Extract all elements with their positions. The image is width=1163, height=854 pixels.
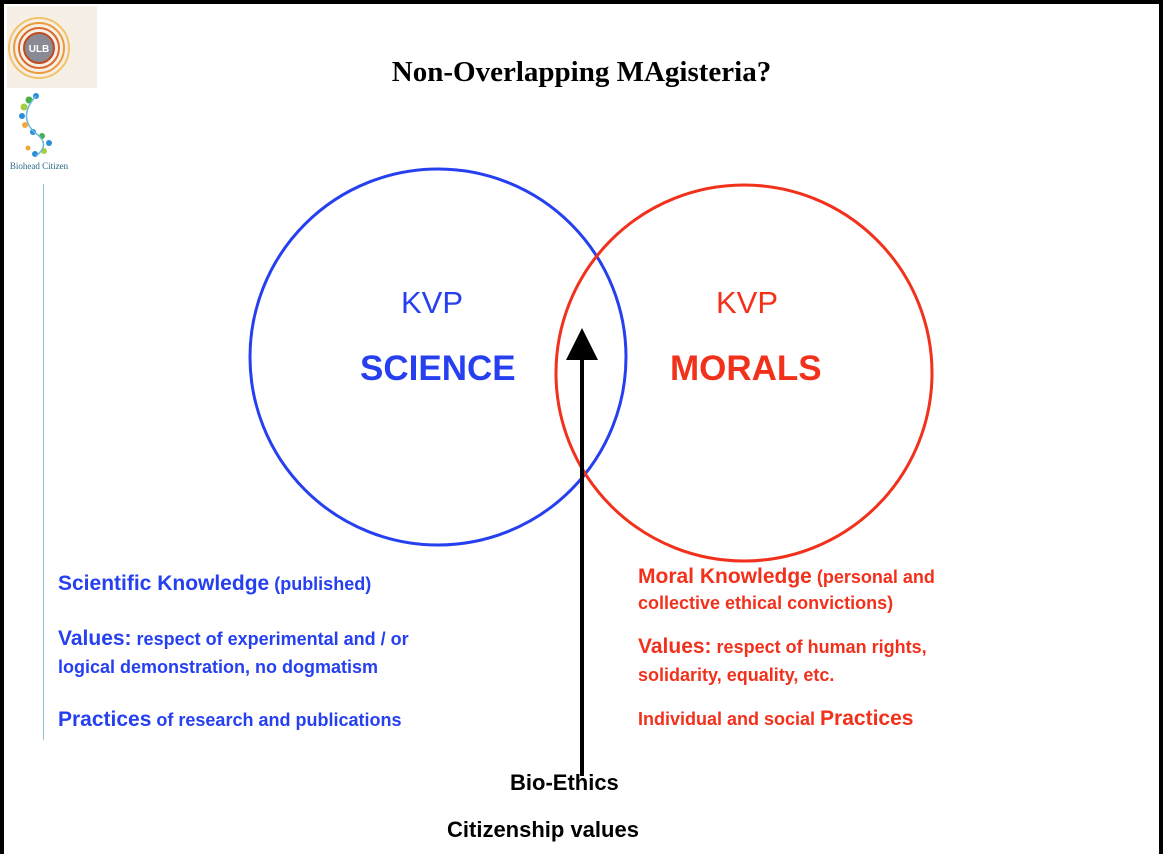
ulb-logo: ULB <box>7 6 97 88</box>
science-label: SCIENCE <box>360 349 516 388</box>
science-values-rest: respect of experimental and / or <box>131 629 409 649</box>
science-circle <box>248 167 628 547</box>
slide: ULB Biohead Citizen Non-Overlapping MAgi… <box>4 4 1159 854</box>
left-divider <box>43 184 44 740</box>
science-kvp-label: KVP <box>401 285 464 320</box>
biohead-citizen-logo <box>19 93 52 157</box>
svg-text:ULB: ULB <box>29 44 50 55</box>
morals-circle <box>554 183 934 563</box>
science-knowledge-term: Scientific Knowledge <box>58 572 270 595</box>
moral-knowledge-term: Moral Knowledge <box>638 565 812 588</box>
bioethics-label: Bio-Ethics <box>510 770 619 795</box>
moral-practices-pre: Individual and social <box>638 709 821 729</box>
moral-values-rest: respect of human rights, <box>711 637 927 657</box>
science-practices: Practices of research and publications <box>58 708 401 732</box>
science-values-line2: logical demonstration, no dogmatism <box>58 657 379 677</box>
venn-diagram <box>248 167 934 776</box>
science-knowledge: Scientific Knowledge (published) <box>58 572 371 596</box>
slide-title: Non-Overlapping MAgisteria? <box>391 56 772 88</box>
science-knowledge-rest: (published) <box>269 574 372 594</box>
moral-values-term: Values: <box>638 635 712 658</box>
moral-practices-term: Practices <box>820 707 914 730</box>
moral-values-line2: solidarity, equality, etc. <box>638 665 835 685</box>
science-values: Values: respect of experimental and / or… <box>58 625 409 681</box>
science-practices-term: Practices <box>58 708 152 731</box>
moral-knowledge-rest: (personal and <box>811 567 935 587</box>
moral-knowledge: Moral Knowledge (personal and collective… <box>638 564 935 616</box>
science-practices-rest: of research and publications <box>151 710 402 730</box>
morals-kvp-label: KVP <box>716 285 779 320</box>
moral-values: Values: respect of human rights, solidar… <box>638 634 927 688</box>
morals-label: MORALS <box>670 349 822 388</box>
biohead-citizen-label: Biohead Citizen <box>9 161 69 171</box>
science-values-term: Values: <box>58 627 132 650</box>
citizenship-values-label: Citizenship values <box>447 817 639 842</box>
moral-practices: Individual and social Practices <box>638 707 913 731</box>
moral-knowledge-line2: collective ethical convictions) <box>638 593 894 613</box>
